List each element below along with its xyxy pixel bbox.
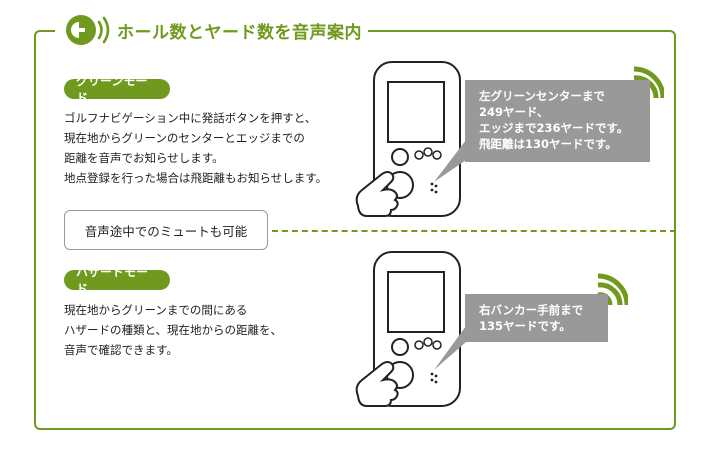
mute-note-box: 音声途中でのミュートも可能 [64,210,268,250]
green-mode-badge: グリーンモード [64,74,170,105]
dashed-divider [272,230,676,232]
hazard-mode-speech-bubble: 右バンカー手前まで 135ヤードです。 [465,294,608,342]
bubble-pointer [434,326,466,370]
bubble-line: エッジまで236ヤードです。 [479,121,629,135]
bubble-pointer [434,140,466,182]
hazard-mode-line: ハザードの種類と、現在地からの距離を、 [64,323,283,337]
hand-pointer-icon [355,361,399,407]
hazard-mode-line: 音声で確認できます。 [64,343,178,357]
hazard-mode-badge: ハザードモード [64,265,170,296]
green-mode-description: ゴルフナビゲーション中に発話ボタンを押すと、 現在地からグリーンのセンターとエッ… [64,108,327,188]
green-mode-line: 現在地からグリーンのセンターとエッジまでの [64,131,305,145]
bubble-line: 135ヤードです。 [479,319,571,333]
green-mode-line: 地点登録を行った場合は飛距離もお知らせします。 [64,171,328,185]
bubble-line: 飛距離は130ヤードです。 [479,137,617,151]
page-title: ホール数とヤード数を音声案内 [117,22,362,43]
section-title: ホール数とヤード数を音声案内 [55,12,368,48]
green-mode-line: 距離を音声でお知らせします。 [64,151,224,165]
green-mode-line: ゴルフナビゲーション中に発話ボタンを押すと、 [64,111,317,125]
green-mode-speech-bubble: 左グリーンセンターまで 249ヤード、 エッジまで236ヤードです。 飛距離は1… [465,80,650,162]
hazard-mode-line: 現在地からグリーンまでの間にある [64,303,248,317]
bubble-line: 249ヤード、 [479,105,549,119]
speaker-icon [61,12,115,48]
hand-pointer-icon [355,171,399,217]
bubble-line: 右バンカー手前まで [479,303,584,317]
mute-note-label: 音声途中でのミュートも可能 [84,223,248,239]
golf-navi-device-2 [352,250,462,414]
bubble-line: 左グリーンセンターまで [479,89,605,103]
hazard-mode-description: 現在地からグリーンまでの間にある ハザードの種類と、現在地からの距離を、 音声で… [64,300,282,360]
